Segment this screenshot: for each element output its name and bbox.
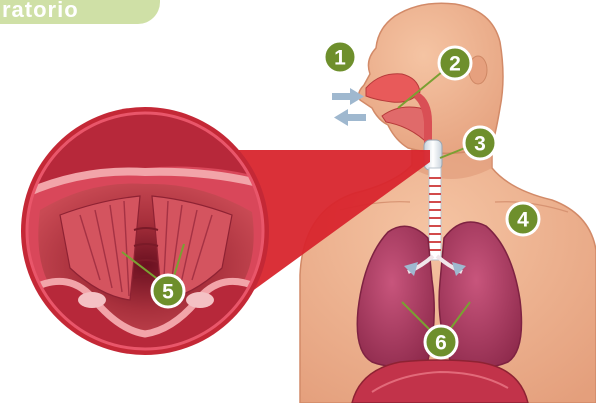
marker-6: 6	[425, 326, 457, 358]
zoom-cartilage-right	[186, 292, 214, 308]
marker-4-label: 4	[517, 209, 529, 232]
marker-3: 3	[464, 127, 496, 159]
marker-1-label: 1	[334, 47, 346, 70]
arrow-left-icon	[334, 109, 366, 126]
marker-1: 1	[324, 41, 356, 73]
marker-6-label: 6	[435, 332, 447, 355]
marker-4: 4	[507, 203, 539, 235]
trachea-tube	[429, 168, 441, 260]
zoom-cartilage-left	[78, 292, 106, 308]
marker-5: 5	[152, 275, 184, 307]
marker-5-label: 5	[162, 281, 174, 304]
marker-3-label: 3	[474, 133, 486, 156]
marker-2-label: 2	[449, 53, 461, 76]
marker-2: 2	[439, 47, 471, 79]
